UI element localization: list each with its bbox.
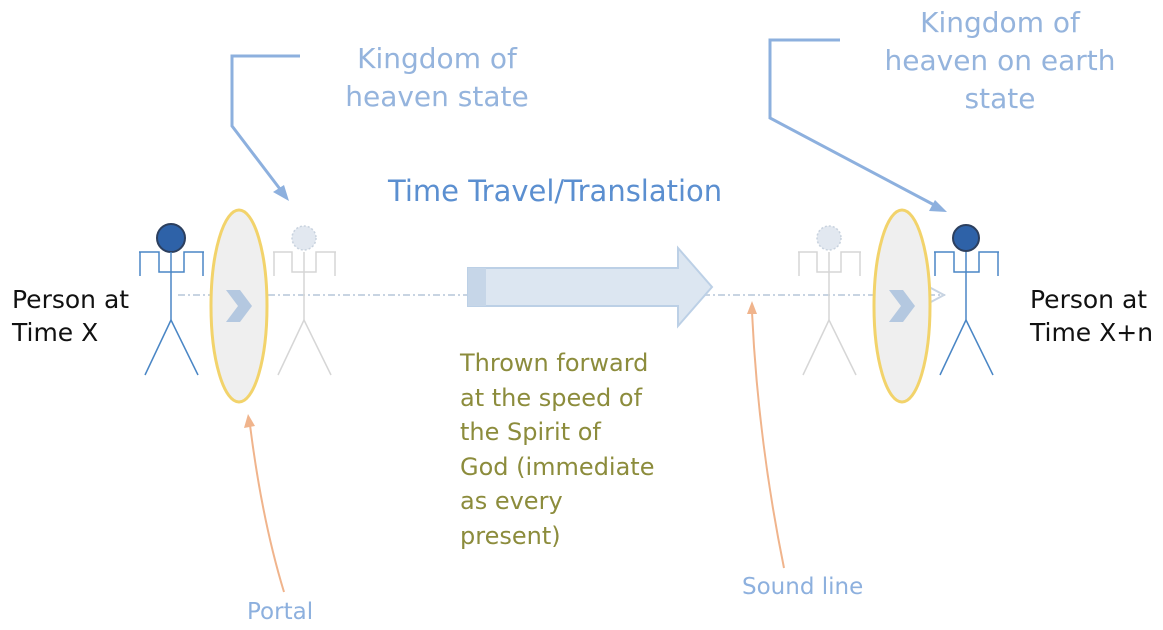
right-ghost-figure (798, 225, 861, 376)
sound-line-pointer-arrowhead-icon (747, 301, 757, 314)
sound-line-label: Sound line (742, 574, 864, 600)
left-person-label-line1: Person at (12, 285, 130, 314)
thrown-forward-line4: God (immediate (460, 452, 655, 481)
right-person-label-line2: Time X+n (1030, 318, 1154, 347)
left-ghost-figure (273, 225, 336, 376)
thrown-forward-line6: present) (460, 521, 561, 550)
thrown-forward-line3: the Spirit of (460, 418, 601, 446)
thrown-forward-line5: as every (460, 487, 563, 515)
right-person-figure (934, 224, 999, 376)
diagram-title: Time Travel/Translation (388, 174, 723, 208)
translation-arrow-tail (468, 268, 486, 306)
portal-pointer-arrowhead-icon (244, 414, 255, 428)
translation-arrow (467, 245, 714, 329)
kingdom-heaven-earth-state-line2: heaven on earth (884, 44, 1116, 77)
sound-line-pointer (751, 311, 785, 569)
right-person-label-line1: Person at (1030, 285, 1148, 314)
kingdom-pointer-right (768, 38, 939, 209)
right-person-label: Person at Time X+n (1030, 283, 1153, 349)
left-person-figure (139, 223, 204, 376)
sound-line-arrowhead-icon (928, 286, 947, 304)
kingdom-pointer-left-arrowhead-icon (273, 185, 289, 201)
kingdom-heaven-state-label: Kingdom of heaven state (322, 40, 552, 116)
kingdom-heaven-state-line2: heaven state (345, 80, 529, 113)
kingdom-pointer-left (230, 54, 300, 194)
portal-pointer (249, 424, 285, 593)
kingdom-pointer-right-arrowhead-icon (929, 200, 947, 212)
right-portal (872, 208, 932, 404)
left-person-label-line2: Time X (12, 318, 99, 347)
kingdom-heaven-earth-state-line3: state (964, 82, 1036, 115)
left-portal (209, 208, 269, 404)
thrown-forward-line2: at the speed of (460, 383, 643, 412)
kingdom-heaven-earth-state-line1: Kingdom of (920, 6, 1080, 39)
thrown-forward-text: Thrown forward at the speed of the Spiri… (460, 346, 654, 553)
portal-label: Portal (247, 599, 314, 625)
kingdom-heaven-earth-state-label: Kingdom of heaven on earth state (875, 4, 1125, 118)
thrown-forward-line1: Thrown forward (460, 349, 649, 377)
kingdom-heaven-state-line1: Kingdom of (357, 42, 517, 75)
left-person-label: Person at Time X (12, 283, 129, 349)
